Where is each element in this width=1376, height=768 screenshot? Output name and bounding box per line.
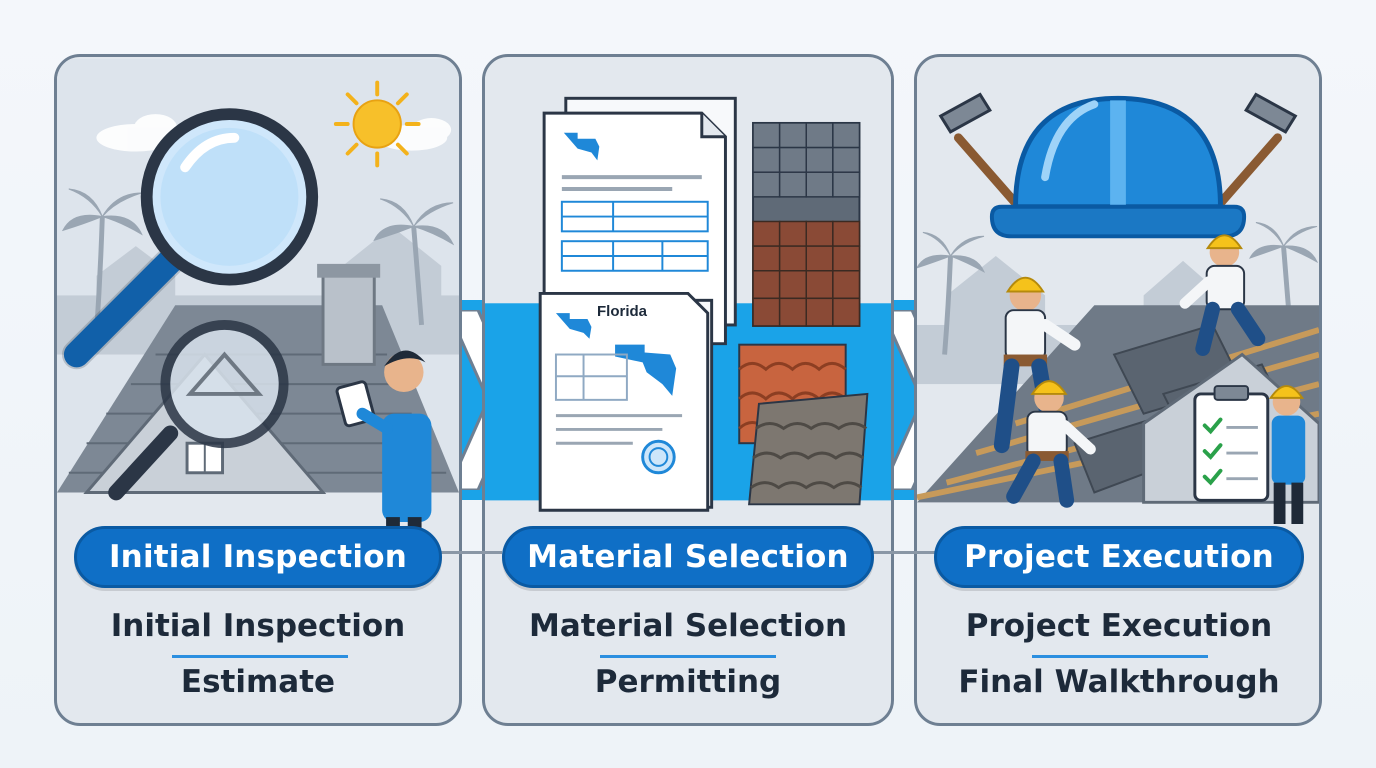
step-3-divider [1032, 655, 1208, 658]
step-panel-1 [54, 54, 462, 726]
materials-illustration [485, 58, 891, 512]
connector-line [872, 551, 936, 554]
document-icon [542, 96, 737, 346]
step-panel-3 [914, 54, 1322, 726]
shingle-icon [752, 121, 861, 327]
step-2-pill: Material Selection [502, 526, 874, 588]
worker-icon [1268, 385, 1306, 524]
step-3-pill: Project Execution [934, 526, 1304, 588]
document-icon [538, 291, 714, 512]
magnifying-glass-icon [61, 108, 319, 370]
sun-icon [333, 80, 421, 168]
connector-line [440, 551, 502, 554]
step-2-divider [600, 655, 776, 658]
step-panel-2: Florida [482, 54, 894, 726]
worker-icon [1179, 234, 1266, 357]
step-1-pill: Initial Inspection [74, 526, 442, 588]
step-2-subtitle: Permitting [594, 664, 782, 700]
inspection-illustration [57, 58, 459, 577]
florida-map-icon [555, 313, 677, 396]
clipboard-check-icon [1193, 385, 1270, 502]
palm-tree-icon [917, 222, 1319, 355]
magnifying-glass-icon [108, 320, 289, 501]
execution-illustration [917, 58, 1319, 524]
step-1-title: Initial Inspection [110, 608, 406, 644]
seal-icon [641, 439, 676, 475]
step-3-title: Project Execution [965, 608, 1273, 644]
tile-icon [748, 392, 869, 506]
document-label: Florida [597, 303, 648, 320]
worker-icon [1006, 380, 1096, 508]
step-1-divider [172, 655, 348, 658]
step-1-subtitle: Estimate [180, 664, 336, 700]
step-2-title: Material Selection [528, 608, 848, 644]
step-3-subtitle: Final Walkthrough [958, 664, 1280, 700]
